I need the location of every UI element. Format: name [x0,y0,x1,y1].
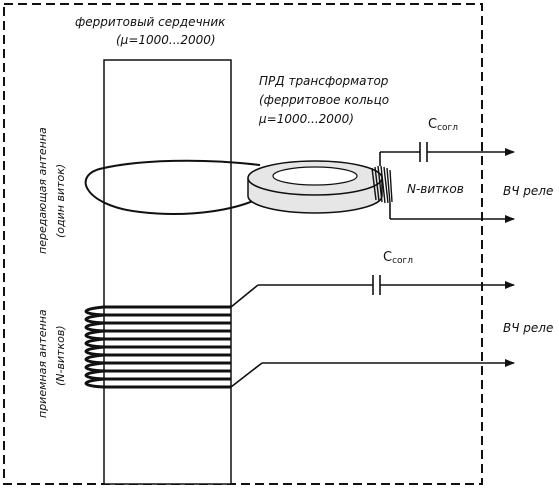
core-label-line1: ферритовый сердечник [75,15,226,29]
transformer-label-line2: (ферритовое кольцо [259,93,389,107]
rx-antenna-label-line2: (N-витков) [54,325,67,386]
transformer-label-line3: µ=1000...2000) [258,112,354,126]
rf-relay-label-2: ВЧ реле [503,321,553,335]
capacitor-1 [419,142,515,162]
ring-leads [379,151,515,223]
ferrite-core [103,59,232,485]
capacitor-2-label: Cсогл [383,250,413,266]
tx-antenna-label-line1: передающая антенна [36,127,49,254]
capacitor-2 [372,275,515,295]
rf-relay-label-1: ВЧ реле [503,184,553,198]
rx-antenna-label-line1: приемная антенна [36,309,49,418]
ring-winding [371,165,393,204]
tx-loop-front [84,167,266,215]
rx-leads [230,284,515,388]
tx-loop-back [103,159,261,169]
transformer-label-line1: ПРД трансформатор [259,74,389,88]
tx-antenna-label-line2: (один виток) [54,164,67,238]
rx-coil [84,305,231,389]
ferrite-ring [247,160,383,214]
n-turns-label: N-витков [407,182,464,196]
core-label-line2: (µ=1000...2000) [116,33,216,47]
capacitor-1-label: Cсогл [428,117,458,133]
enclosure-dashed-border [3,3,483,485]
